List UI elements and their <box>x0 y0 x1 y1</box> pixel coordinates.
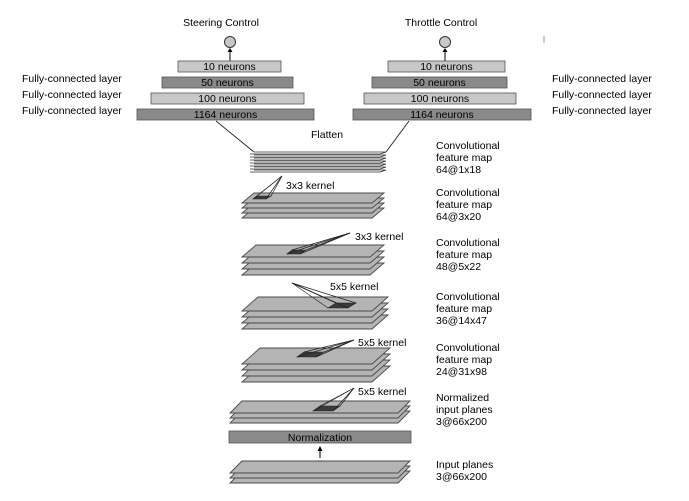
kernel-4-ray-4 <box>296 339 355 358</box>
throttle-control-label: Throttle Control <box>405 17 477 29</box>
fm-64x1x18-line-5 <box>250 163 387 167</box>
fm-label-1: Convolutional feature map 64@1x18 <box>436 140 503 176</box>
kernel-label-2: 3x3 kernel <box>355 231 403 243</box>
fc-side-labels-left: Fully-connected layer Fully-connected la… <box>22 73 122 117</box>
kernel-label-1: 3x3 kernel <box>286 180 334 192</box>
input-planes-plane-1 <box>228 460 412 474</box>
right-fc-1164-label: 1164 neurons <box>410 109 473 121</box>
right-fc-50 <box>371 76 508 89</box>
fm-label-6: Normalized input planes 3@66x200 <box>436 392 496 428</box>
right-fc-100-label: 100 neurons <box>411 93 469 105</box>
kernel-2-ray-4 <box>286 232 351 255</box>
kernel-4-ray-3 <box>315 339 355 358</box>
flatten-line-left <box>215 120 255 153</box>
right-fc-1164 <box>352 108 532 121</box>
fm-64x3x20-plane-1 <box>240 192 386 204</box>
left-fc-1164 <box>136 108 315 121</box>
fm-48x5x22-plane-1 <box>240 244 386 258</box>
steering-output-node <box>224 36 236 48</box>
kernel-5-ray-4 <box>312 387 355 412</box>
steering-arrow-head <box>227 48 233 52</box>
fc-label-left-2: Fully-connected layer <box>22 89 122 101</box>
normalization-label: Normalization <box>288 432 352 444</box>
left-fc-50 <box>161 76 294 89</box>
fc-label-left-1: Fully-connected layer <box>22 73 122 85</box>
left-fc-50-label: 50 neurons <box>201 77 254 89</box>
kernel-3-ray-2 <box>291 282 357 304</box>
right-fc-100 <box>363 92 517 105</box>
normalization-bar <box>228 430 412 444</box>
flatten-label: Flatten <box>311 129 343 141</box>
fc-label-right-3: Fully-connected layer <box>552 105 652 117</box>
feature-map-labels: Convolutional feature map 64@1x18 Convol… <box>436 140 503 483</box>
steering-control-label: Steering Control <box>183 17 259 29</box>
fm-label-4: Convolutional feature map 36@14x47 <box>436 291 503 327</box>
fm-64x1x18-line-4 <box>250 160 387 164</box>
throttle-output: Throttle Control <box>405 17 477 61</box>
flatten-line-right <box>385 120 410 153</box>
fc-label-left-3: Fully-connected layer <box>22 105 122 117</box>
fm-36x14x47-plane-1 <box>240 296 390 312</box>
fm-64x1x18-line-3 <box>250 157 387 161</box>
fm-64x1x18-line-2 <box>250 154 387 158</box>
kernel-2-ray-1 <box>291 232 351 251</box>
kernel-1-ray-4 <box>252 175 283 200</box>
kernel-4-ray-1 <box>303 339 355 353</box>
right-fc-10-label: 10 neurons <box>420 61 473 73</box>
kernel-1-ray-3 <box>265 175 283 200</box>
conv-layers <box>228 151 412 484</box>
fm-64x1x18-line-6 <box>250 166 387 170</box>
right-fc-10 <box>387 60 506 73</box>
fc-label-right-2: Fully-connected layer <box>552 89 652 101</box>
right-fc-stack: 10 neurons 50 neurons 100 neurons 1164 n… <box>352 60 532 121</box>
kernel-3-ray-4 <box>291 282 329 309</box>
kernel-5-ray-3 <box>332 387 355 412</box>
kernel-label-4: 5x5 kernel <box>358 337 406 349</box>
kernel-1-ray-2 <box>270 175 283 197</box>
fm-label-7: Input planes 3@66x200 <box>436 459 496 483</box>
steering-output: Steering Control <box>183 17 259 61</box>
throttle-arrow-head <box>442 48 448 52</box>
fm-label-5: Convolutional feature map 24@31x98 <box>436 342 503 378</box>
fm-64x1x18-line-7 <box>250 169 387 173</box>
kernel-2-ray-3 <box>299 232 351 255</box>
fc-label-right-1: Fully-connected layer <box>552 73 652 85</box>
fm-label-3: Convolutional feature map 48@5x22 <box>436 237 503 273</box>
left-fc-100-label: 100 neurons <box>198 93 256 105</box>
right-fc-50-label: 50 neurons <box>413 77 466 89</box>
throttle-output-node <box>439 36 451 48</box>
left-fc-100 <box>150 92 305 105</box>
kernel-3-ray-3 <box>291 282 349 309</box>
kernel-label-3: 5x5 kernel <box>330 281 378 293</box>
left-fc-10 <box>177 60 282 73</box>
left-fc-1164-label: 1164 neurons <box>194 109 257 121</box>
kernel-label-5: 5x5 kernel <box>358 386 406 398</box>
left-fc-10-label: 10 neurons <box>203 61 256 73</box>
fc-side-labels-right: Fully-connected layer Fully-connected la… <box>552 73 652 117</box>
left-fc-stack: 10 neurons 50 neurons 100 neurons 1164 n… <box>136 60 315 121</box>
fm-label-2: Convolutional feature map 64@3x20 <box>436 187 503 223</box>
normalization-arrow-head <box>317 446 323 451</box>
fm-64x1x18-line-1 <box>250 151 387 155</box>
